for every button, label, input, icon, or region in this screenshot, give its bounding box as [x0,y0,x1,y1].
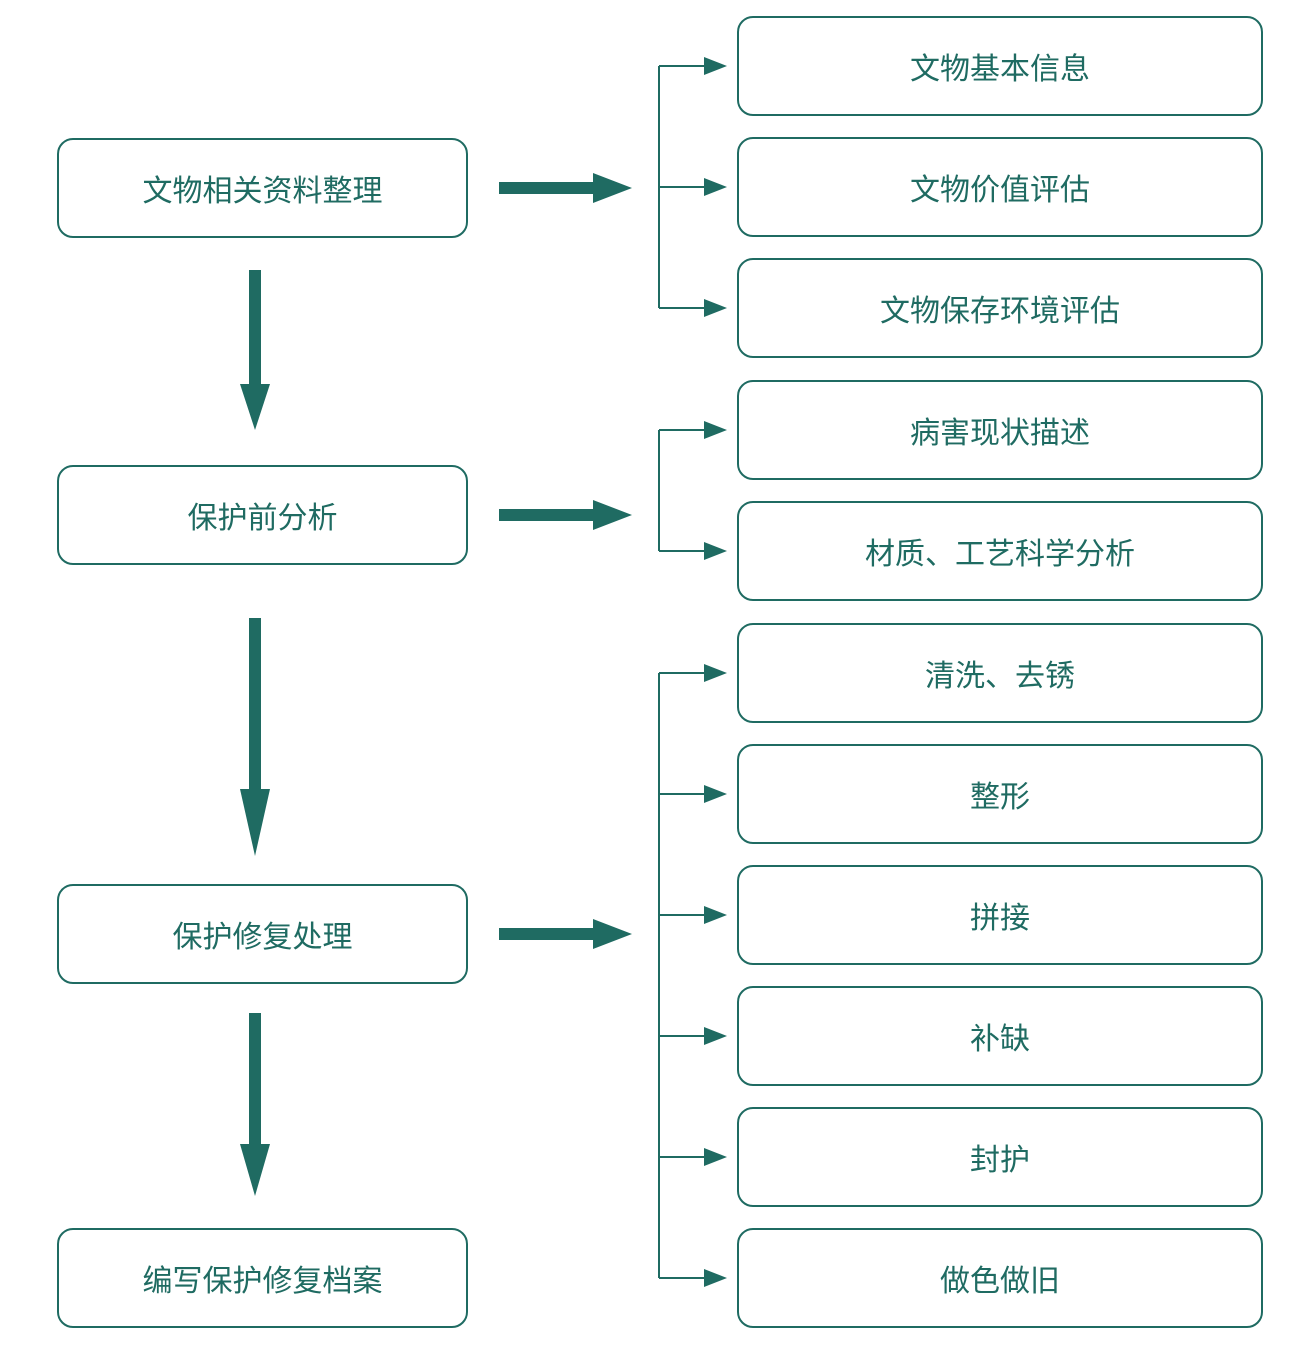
detail-box: 文物保存环境评估 [737,258,1263,358]
step-box-pre-analysis: 保护前分析 [57,465,468,565]
bracket-3-arrowheads [704,664,727,1287]
detail-box: 文物价值评估 [737,137,1263,237]
step-label: 编写保护修复档案 [142,1264,383,1299]
detail-box: 拼接 [737,865,1263,965]
bracket-3 [658,672,718,1279]
right-arrow-2 [499,500,632,530]
step-label: 保护修复处理 [172,920,353,955]
detail-label: 整形 [970,780,1030,815]
detail-label: 材质、工艺科学分析 [865,537,1135,572]
detail-box: 病害现状描述 [737,380,1263,480]
detail-label: 病害现状描述 [910,416,1090,451]
step-label: 文物相关资料整理 [142,174,383,209]
detail-box: 封护 [737,1107,1263,1207]
detail-label: 拼接 [970,901,1030,936]
detail-label: 文物保存环境评估 [880,294,1120,329]
detail-label: 封护 [970,1143,1030,1178]
bracket-2 [658,429,718,552]
detail-label: 文物基本信息 [910,52,1090,87]
step-label: 保护前分析 [187,501,338,536]
down-arrow-1 [240,270,270,430]
detail-box: 材质、工艺科学分析 [737,501,1263,601]
down-arrow-3 [240,1013,270,1196]
right-arrow-1 [499,173,632,203]
detail-label: 文物价值评估 [910,173,1090,208]
detail-label: 清洗、去锈 [925,659,1075,694]
detail-box: 做色做旧 [737,1228,1263,1328]
detail-box: 补缺 [737,986,1263,1086]
right-arrow-3 [499,919,632,949]
detail-box: 整形 [737,744,1263,844]
step-box-archive: 编写保护修复档案 [57,1228,468,1328]
step-box-restoration: 保护修复处理 [57,884,468,984]
bracket-1-arrowheads [704,57,727,317]
detail-label: 做色做旧 [940,1264,1060,1299]
detail-box: 文物基本信息 [737,16,1263,116]
detail-box: 清洗、去锈 [737,623,1263,723]
step-box-collate-materials: 文物相关资料整理 [57,138,468,238]
detail-label: 补缺 [970,1022,1030,1057]
down-arrow-2 [240,618,270,856]
bracket-2-arrowheads [704,421,727,560]
